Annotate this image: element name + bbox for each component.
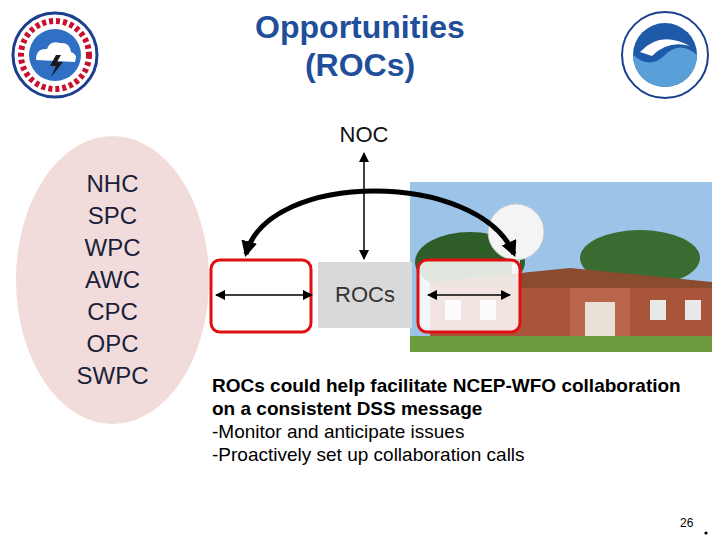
note-heading: ROCs could help facilitate NCEP-WFO coll… bbox=[212, 374, 704, 420]
noaa-logo bbox=[622, 12, 708, 98]
center-name: CPC bbox=[87, 296, 138, 328]
page-number: 26 bbox=[680, 516, 693, 530]
connector-arrow bbox=[216, 294, 312, 296]
arc-arrow bbox=[246, 191, 514, 254]
process-box: ROCs bbox=[318, 262, 412, 328]
center-name: OPC bbox=[86, 328, 138, 360]
center-name: NHC bbox=[87, 168, 139, 200]
connector-arrow bbox=[363, 153, 365, 259]
center-name: SWPC bbox=[77, 360, 149, 392]
note-block: ROCs could help facilitate NCEP-WFO coll… bbox=[212, 374, 704, 466]
slide-title: Opportunities (ROCs) bbox=[230, 8, 490, 84]
center-name: WPC bbox=[85, 232, 141, 264]
ellipse-list: NHCSPCWPCAWCCPCOPCSWPC bbox=[15, 135, 210, 425]
center-name: SPC bbox=[88, 200, 137, 232]
center-label-node: NOC bbox=[334, 120, 395, 150]
bullet-dot bbox=[704, 531, 707, 534]
highlight-box bbox=[211, 260, 311, 332]
note-bullet: -Monitor and anticipate issues bbox=[212, 420, 704, 443]
note-bullet: -Proactively set up collaboration calls bbox=[212, 443, 704, 466]
nws-logo bbox=[13, 13, 97, 97]
highlight-box bbox=[418, 260, 520, 332]
node-label: ROCs bbox=[335, 282, 395, 308]
group-ellipse: NHCSPCWPCAWCCPCOPCSWPC bbox=[15, 135, 210, 425]
double-arrow bbox=[428, 294, 510, 296]
node-label: NOC bbox=[334, 120, 395, 150]
center-name: AWC bbox=[85, 264, 140, 296]
